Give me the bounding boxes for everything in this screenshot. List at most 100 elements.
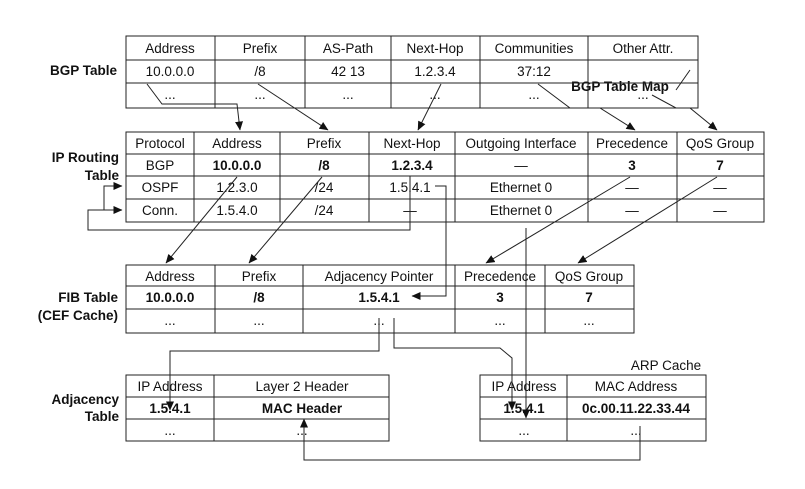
routing-row1-protocol: BGP <box>146 158 175 173</box>
bgp-row2-prefix: ... <box>254 87 265 102</box>
adjacency-table-label-2: Table <box>85 409 120 424</box>
arrow-communities-to-precedence <box>537 83 636 131</box>
routing-header-qos-group: QoS Group <box>686 136 754 151</box>
routing-row1-precedence: 3 <box>628 158 636 173</box>
routing-row2-outgoing-interface: Ethernet 0 <box>490 180 552 195</box>
arp-row2-mac-address: ... <box>630 423 641 438</box>
arp-header-ip-address: IP Address <box>491 379 556 394</box>
adjacency-table-header: IP Address Layer 2 Header <box>137 379 349 394</box>
adjacency-row1-layer2-header: MAC Header <box>262 401 343 416</box>
table-row: Conn. 1.5.4.0 /24 — Ethernet 0 — — <box>142 203 727 218</box>
routing-row2-address: 1.2.3.0 <box>216 180 257 195</box>
bgp-row2-address: ... <box>164 87 175 102</box>
bgp-header-as-path: AS-Path <box>323 41 373 56</box>
table-row: 1.5.4.1 0c.00.11.22.33.44 <box>503 401 690 416</box>
fib-header-prefix: Prefix <box>242 269 277 284</box>
routing-row3-address: 1.5.4.0 <box>216 203 257 218</box>
routing-row3-qos-group: — <box>713 203 727 218</box>
arrow-routing-prefix-to-fib <box>248 176 323 264</box>
arrow-recursive-lookup <box>87 176 411 231</box>
routing-header-next-hop: Next-Hop <box>383 136 440 151</box>
routing-header-protocol: Protocol <box>135 136 185 151</box>
fib-row1-address: 10.0.0.0 <box>146 290 195 305</box>
arrow-qos-to-fib <box>577 176 718 264</box>
bgp-header-address: Address <box>145 41 195 56</box>
table-row: 1.5.4.1 MAC Header <box>149 401 343 416</box>
routing-row1-outgoing-interface: — <box>514 158 528 173</box>
arp-cache-header: IP Address MAC Address <box>491 379 677 394</box>
fib-row2-address: ... <box>164 313 175 328</box>
fib-table-label-2: (CEF Cache) <box>38 308 118 323</box>
fib-table-grid <box>125 264 635 334</box>
routing-row2-qos-group: — <box>713 180 727 195</box>
adjacency-header-layer2-header: Layer 2 Header <box>255 379 349 394</box>
table-row: 10.0.0.0 /8 1.5.4.1 3 7 <box>146 290 593 305</box>
arrow-routing-address-to-fib <box>165 176 238 264</box>
adjacency-row2-ip-address: ... <box>164 423 175 438</box>
fib-header-adjacency-pointer: Adjacency Pointer <box>325 269 434 284</box>
routing-row3-precedence: — <box>625 203 639 218</box>
arp-row2-ip-address: ... <box>518 423 529 438</box>
arp-header-mac-address: MAC Address <box>595 379 678 394</box>
routing-header-prefix: Prefix <box>307 136 342 151</box>
adjacency-table-label-1: Adjacency <box>51 392 119 407</box>
arp-row1-mac-address: 0c.00.11.22.33.44 <box>582 401 691 416</box>
bgp-table-row: 10.0.0.0 /8 42 13 1.2.3.4 37:12 <box>146 64 551 79</box>
bgp-row1-next-hop: 1.2.3.4 <box>414 64 456 79</box>
routing-row2-precedence: — <box>625 180 639 195</box>
table-row: ... ... <box>164 423 307 438</box>
routing-row2-protocol: OSPF <box>142 180 179 195</box>
bgp-row1-prefix: /8 <box>254 64 265 79</box>
bgp-row1-address: 10.0.0.0 <box>146 64 195 79</box>
fib-row1-precedence: 3 <box>496 290 504 305</box>
arrow-other-attr-to-map <box>675 69 691 91</box>
fib-header-precedence: Precedence <box>464 269 536 284</box>
bgp-header-communities: Communities <box>495 41 574 56</box>
arrow-bgp-nexthop-to-routing <box>417 83 442 131</box>
bgp-row1-as-path: 42 13 <box>331 64 365 79</box>
table-row: BGP 10.0.0.0 /8 1.2.3.4 — 3 7 <box>146 158 724 173</box>
fib-table-header: Address Prefix Adjacency Pointer Precede… <box>145 269 623 284</box>
bgp-row2-as-path: ... <box>342 87 353 102</box>
routing-row2-prefix: /24 <box>315 180 334 195</box>
routing-row1-qos-group: 7 <box>716 158 724 173</box>
arp-cache-grid <box>479 374 707 442</box>
routing-row1-prefix: /8 <box>318 158 330 173</box>
arrow-precedence-to-fib <box>485 176 631 264</box>
arrow-bgp-prefix-to-routing <box>257 83 329 131</box>
arrow-recursive-lookup-ospf <box>103 182 123 210</box>
bgp-table-grid <box>125 35 699 109</box>
routing-row3-prefix: /24 <box>315 203 334 218</box>
arp-cache-label: ARP Cache <box>631 358 701 373</box>
bgp-header-prefix: Prefix <box>243 41 278 56</box>
arrow-mac-to-layer2-header <box>300 418 641 461</box>
routing-row1-address: 10.0.0.0 <box>213 158 262 173</box>
bgp-table-label: BGP Table <box>50 63 118 78</box>
routing-row1-next-hop: 1.2.3.4 <box>391 158 433 173</box>
routing-row3-outgoing-interface: Ethernet 0 <box>490 203 552 218</box>
routing-header-precedence: Precedence <box>596 136 668 151</box>
bgp-table-map-label: BGP Table Map <box>571 79 669 94</box>
bgp-row2-next-hop: ... <box>429 87 440 102</box>
arrow-pointer-to-adjacency <box>166 318 380 411</box>
fib-header-address: Address <box>145 269 195 284</box>
table-row: ... ... <box>518 423 641 438</box>
arrow-pointer-to-arp <box>393 318 516 411</box>
arrow-nexthop-to-adjacency-pointer <box>411 185 447 300</box>
routing-header-outgoing-interface: Outgoing Interface <box>465 136 576 151</box>
arrow-bgp-address-to-routing <box>146 83 243 131</box>
fib-header-qos-group: QoS Group <box>555 269 623 284</box>
fib-row2-prefix: ... <box>253 313 264 328</box>
bgp-header-other-attr: Other Attr. <box>613 41 674 56</box>
routing-row3-protocol: Conn. <box>142 203 178 218</box>
table-row: OSPF 1.2.3.0 /24 1.5.4.1 Ethernet 0 — — <box>142 180 728 195</box>
arp-row1-ip-address: 1.5.4.1 <box>503 401 545 416</box>
connector-arrows <box>87 69 718 461</box>
fib-row2-precedence: ... <box>494 313 505 328</box>
fib-row2-qos-group: ... <box>583 313 594 328</box>
routing-table-header: Protocol Address Prefix Next-Hop Outgoin… <box>135 136 754 151</box>
ip-routing-table-label-1: IP Routing <box>52 150 119 165</box>
arrow-map-to-qos <box>651 94 718 131</box>
bgp-row1-communities: 37:12 <box>517 64 551 79</box>
